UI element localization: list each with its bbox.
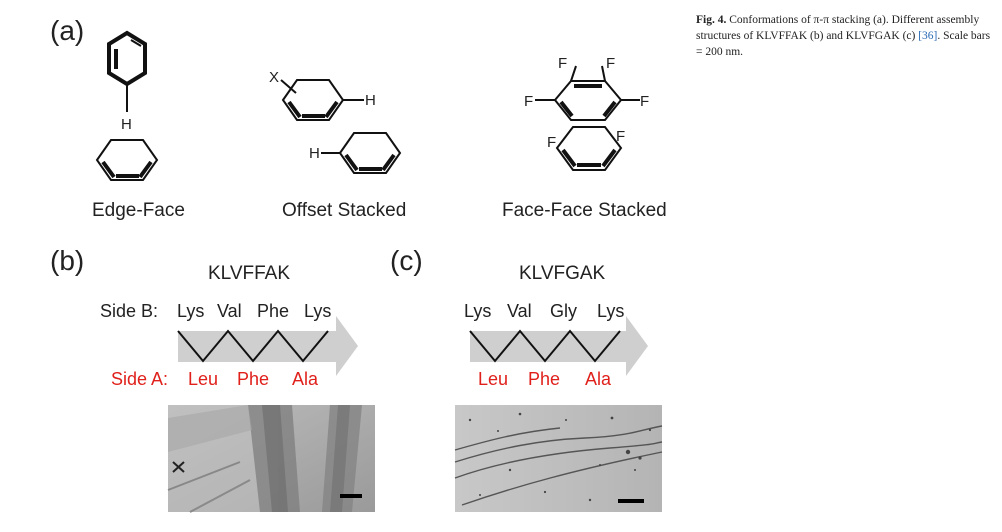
panel-b-side-b-res-2: Val — [217, 301, 242, 321]
benzene-ring-vertical — [107, 30, 147, 87]
panel-c-side-a-res-1: Leu — [478, 369, 508, 389]
panel-b-side-b-res-4: Lys — [304, 301, 331, 321]
panel-c-side-b-res-4: Lys — [597, 301, 624, 321]
panel-c-peptide: KLVFGAK — [519, 263, 606, 284]
benzene-ring-upper — [281, 79, 345, 121]
fluorine-label-4: F — [640, 93, 649, 110]
offset-h-left-label: H — [309, 145, 320, 162]
offset-h-right-label: H — [365, 92, 376, 109]
offset-x-label: X — [269, 69, 279, 86]
caption-text: Conformations of π-π stacking (a). Diffe… — [696, 14, 980, 42]
benzene-ring-stacked — [555, 126, 623, 171]
panel-b-label: (b) — [50, 245, 84, 276]
hexafluorobenzene-ring — [553, 80, 623, 121]
panel-c-tem-micrograph — [454, 405, 663, 512]
edge-face-diagram: H Edge-Face — [92, 30, 185, 221]
fluorine-label-2: F — [606, 55, 615, 72]
zigzag-backbone — [469, 329, 621, 363]
fluorine-label-1: F — [558, 55, 567, 72]
panel-b-side-b-res-3: Phe — [257, 301, 289, 321]
face-face-title: Face-Face Stacked — [502, 200, 667, 221]
panel-c-side-b-res-3: Gly — [550, 301, 577, 321]
panel-c-side-b-res-2: Val — [507, 301, 532, 321]
panel-b-side-a-res-2: Phe — [237, 369, 269, 389]
zigzag-backbone — [177, 329, 329, 363]
fluorine-label-3: F — [524, 93, 533, 110]
figure-caption: Fig. 4. Conformations of π-π stacking (a… — [696, 12, 996, 60]
caption-figure-number: Fig. 4. — [696, 14, 727, 26]
panel-b-beta-strand — [177, 316, 358, 376]
scale-bar — [340, 494, 362, 498]
panel-c-side-a-res-3: Ala — [585, 369, 612, 389]
panel-c-beta-strand — [469, 316, 648, 376]
panel-c-label: (c) — [390, 245, 423, 276]
fluorine-label-5: F — [547, 134, 556, 151]
panel-b-side-b-res-1: Lys — [177, 301, 204, 321]
panel-a-label: (a) — [50, 15, 84, 46]
scale-bar — [618, 499, 644, 503]
benzene-ring-flat — [95, 139, 159, 181]
panel-b-side-b-title: Side B: — [100, 301, 158, 321]
panel-b-side-a-title: Side A: — [111, 369, 168, 389]
benzene-ring-lower — [338, 132, 402, 174]
face-face-stacked-diagram: F F F F F F Face-Face Stacked — [502, 55, 667, 221]
strand-arrow — [470, 316, 648, 376]
offset-stacked-title: Offset Stacked — [282, 200, 406, 221]
panel-c-side-b-res-1: Lys — [464, 301, 491, 321]
edge-face-title: Edge-Face — [92, 200, 185, 221]
caption-citation-link[interactable]: [36] — [918, 30, 938, 42]
debris-particle — [172, 461, 185, 473]
panel-c-side-a-res-2: Phe — [528, 369, 560, 389]
edge-face-h-label: H — [121, 116, 132, 133]
strand-arrow — [178, 316, 358, 376]
fluorine-label-6: F — [616, 128, 625, 145]
panel-b-side-a-res-1: Leu — [188, 369, 218, 389]
offset-stacked-diagram: X H H Offset Stacked — [269, 69, 406, 221]
panel-b-peptide: KLVFFAK — [208, 263, 290, 284]
panel-b-tem-micrograph — [167, 405, 375, 513]
caption-text-end: . Scale bars = 200 nm. — [696, 30, 991, 58]
panel-b-side-a-res-3: Ala — [292, 369, 319, 389]
dust-specks — [468, 412, 652, 502]
